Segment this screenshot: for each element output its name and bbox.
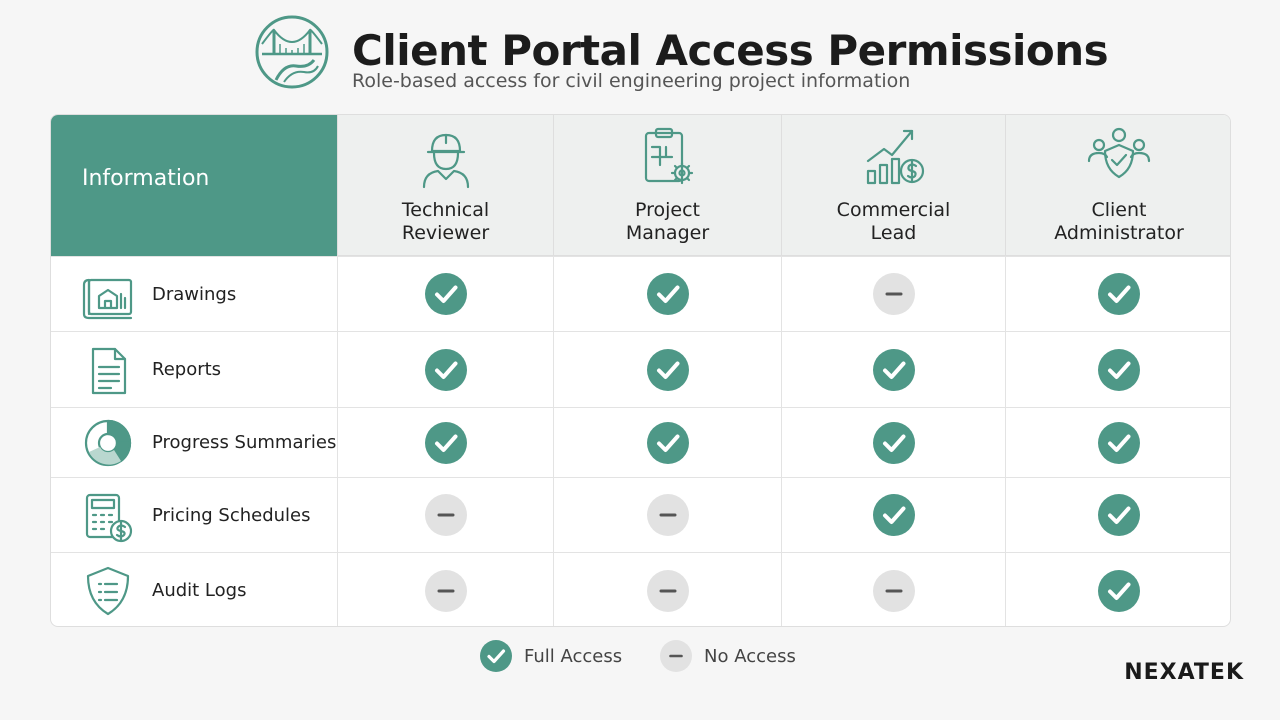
role-label: Commercial Lead bbox=[836, 199, 951, 244]
check-circle-icon bbox=[1098, 494, 1140, 536]
row-header-cell: Pricing Schedules bbox=[51, 478, 337, 552]
check-circle-icon bbox=[424, 273, 467, 315]
access-cell bbox=[1005, 257, 1230, 331]
shield-list-icon bbox=[86, 566, 130, 616]
dash-circle-icon bbox=[872, 569, 915, 612]
row-label: Drawings bbox=[152, 283, 237, 305]
access-cell bbox=[337, 478, 553, 552]
legend: Full Access No Access bbox=[480, 640, 820, 674]
dash-circle-icon bbox=[646, 494, 689, 536]
check-circle-icon bbox=[1098, 421, 1140, 464]
role-header-commercial-lead: Commercial Lead bbox=[781, 115, 1005, 256]
access-cell bbox=[337, 257, 553, 331]
access-cell bbox=[553, 332, 781, 407]
check-circle-icon bbox=[872, 348, 915, 391]
table-row: Progress Summaries bbox=[51, 407, 1230, 477]
role-label: Project Manager bbox=[625, 199, 710, 244]
check-circle-icon bbox=[872, 494, 915, 536]
legend-none-label: No Access bbox=[704, 646, 796, 667]
row-header-cell: Reports bbox=[51, 332, 337, 407]
legend-full-label: Full Access bbox=[524, 646, 623, 667]
access-cell bbox=[337, 553, 553, 626]
dash-circle-icon bbox=[424, 569, 467, 612]
role-header-project-manager: Project Manager bbox=[553, 115, 781, 256]
check-circle-icon bbox=[1098, 273, 1140, 315]
role-label: Technical Reviewer bbox=[401, 199, 490, 244]
row-label: Audit Logs bbox=[152, 580, 247, 601]
row-header-cell: Progress Summaries bbox=[51, 408, 337, 477]
bridge-logo-icon bbox=[255, 15, 329, 89]
access-cell bbox=[781, 332, 1005, 407]
dash-circle-icon bbox=[872, 273, 915, 315]
page-subtitle: Role-based access for civil engineering … bbox=[352, 70, 911, 92]
access-cell bbox=[1005, 553, 1230, 626]
corner-header: Information bbox=[51, 115, 337, 256]
calculator-dollar-icon bbox=[85, 493, 133, 542]
role-label: Client Administrator bbox=[1054, 199, 1184, 244]
role-header-client-administrator: Client Administrator bbox=[1005, 115, 1230, 256]
access-cell bbox=[1005, 478, 1230, 552]
check-circle-icon bbox=[1098, 569, 1140, 612]
page-header: Client Portal Access Permissions Role-ba… bbox=[254, 14, 1114, 104]
check-circle-icon bbox=[872, 421, 915, 464]
access-cell bbox=[781, 478, 1005, 552]
table-row: Audit Logs bbox=[51, 552, 1230, 626]
access-cell bbox=[337, 408, 553, 477]
row-header-cell: Drawings bbox=[51, 257, 337, 331]
access-cell bbox=[553, 408, 781, 477]
access-cell bbox=[1005, 332, 1230, 407]
permissions-table: Information Technical Reviewer Project M… bbox=[50, 114, 1231, 627]
check-circle-icon bbox=[646, 421, 689, 464]
dash-circle-icon bbox=[646, 569, 689, 612]
donut-chart-icon bbox=[84, 419, 132, 467]
dash-circle-icon bbox=[660, 640, 692, 672]
blueprint-icon bbox=[82, 278, 133, 319]
access-cell bbox=[1005, 408, 1230, 477]
check-circle-icon bbox=[1098, 348, 1140, 391]
dash-circle-icon bbox=[424, 494, 467, 536]
check-circle-icon bbox=[480, 640, 512, 672]
row-header-cell: Audit Logs bbox=[51, 553, 337, 626]
access-cell bbox=[781, 408, 1005, 477]
access-cell bbox=[337, 332, 553, 407]
check-circle-icon bbox=[646, 348, 689, 391]
group-shield-icon bbox=[1087, 127, 1151, 179]
page-title: Client Portal Access Permissions bbox=[352, 26, 1109, 75]
role-header-technical-reviewer: Technical Reviewer bbox=[337, 115, 553, 256]
growth-chart-dollar-icon bbox=[866, 129, 924, 185]
table-row: Reports bbox=[51, 331, 1230, 407]
table-header-row: Information Technical Reviewer Project M… bbox=[51, 115, 1230, 256]
access-cell bbox=[781, 257, 1005, 331]
check-circle-icon bbox=[424, 421, 467, 464]
table-row: Drawings bbox=[51, 256, 1230, 331]
access-cell bbox=[553, 257, 781, 331]
table-row: Pricing Schedules bbox=[51, 477, 1230, 552]
check-circle-icon bbox=[646, 273, 689, 315]
document-icon bbox=[91, 347, 127, 395]
row-label: Pricing Schedules bbox=[152, 504, 311, 526]
access-cell bbox=[553, 553, 781, 626]
access-cell bbox=[553, 478, 781, 552]
brand-logo: NEXATEK bbox=[1124, 660, 1244, 685]
row-label: Progress Summaries bbox=[152, 432, 337, 453]
worker-hardhat-icon bbox=[422, 133, 469, 189]
check-circle-icon bbox=[424, 348, 467, 391]
access-cell bbox=[781, 553, 1005, 626]
row-label: Reports bbox=[152, 359, 222, 380]
clipboard-gear-icon bbox=[644, 127, 693, 185]
